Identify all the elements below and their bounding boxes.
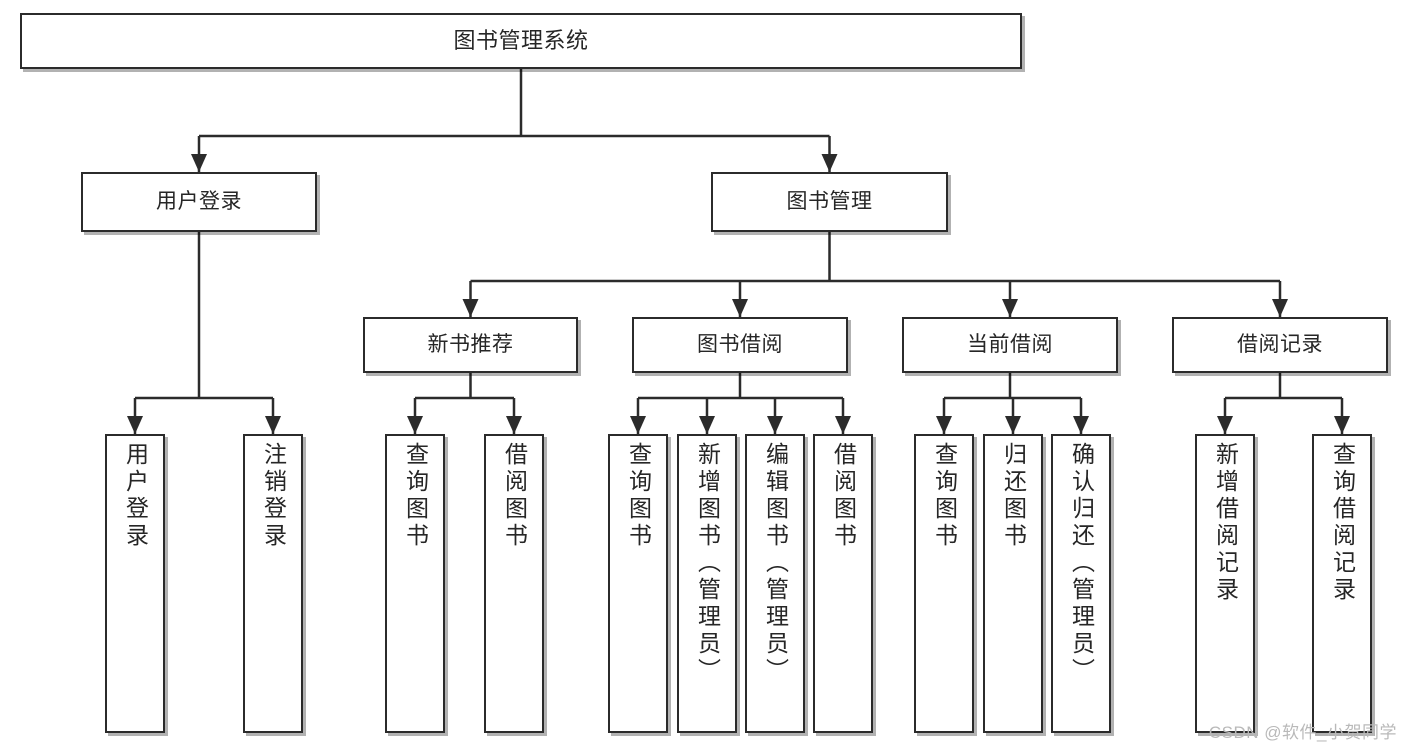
node-leaf-return-book[interactable]: 归还图书 [983, 434, 1043, 733]
node-current-borrow-label: 当前借阅 [967, 333, 1053, 357]
node-leaf-add-book[interactable]: 新增图书（管理员） [677, 434, 737, 733]
node-new-book-rec[interactable]: 新书推荐 [363, 317, 578, 373]
node-leaf-query-book-3[interactable]: 查询图书 [914, 434, 974, 733]
node-leaf-edit-book[interactable]: 编辑图书（管理员） [745, 434, 805, 733]
node-current-borrow[interactable]: 当前借阅 [902, 317, 1118, 373]
node-root[interactable]: 图书管理系统 [20, 13, 1022, 69]
node-book-borrow[interactable]: 图书借阅 [632, 317, 848, 373]
node-leaf-query-record-label: 查询借阅记录 [1329, 442, 1356, 604]
node-book-manage[interactable]: 图书管理 [711, 172, 948, 232]
node-leaf-confirm-return-label: 确认归还（管理员） [1068, 442, 1095, 685]
node-leaf-borrow-book-2[interactable]: 借阅图书 [813, 434, 873, 733]
node-leaf-user-login-label: 用户登录 [122, 442, 149, 550]
node-leaf-query-book-3-label: 查询图书 [931, 442, 958, 550]
node-user-login[interactable]: 用户登录 [81, 172, 317, 232]
node-borrow-record-label: 借阅记录 [1237, 333, 1323, 357]
node-leaf-add-book-label: 新增图书（管理员） [694, 442, 721, 685]
node-leaf-query-book-2-label: 查询图书 [625, 442, 652, 550]
node-leaf-borrow-book-1-label: 借阅图书 [501, 442, 528, 550]
node-leaf-logout-label: 注销登录 [260, 442, 287, 550]
node-leaf-query-book-1[interactable]: 查询图书 [385, 434, 445, 733]
node-user-login-label: 用户登录 [156, 190, 242, 214]
node-leaf-confirm-return[interactable]: 确认归还（管理员） [1051, 434, 1111, 733]
node-leaf-user-login[interactable]: 用户登录 [105, 434, 165, 733]
node-leaf-edit-book-label: 编辑图书（管理员） [762, 442, 789, 685]
node-leaf-query-book-2[interactable]: 查询图书 [608, 434, 668, 733]
node-leaf-query-record[interactable]: 查询借阅记录 [1312, 434, 1372, 733]
node-leaf-return-book-label: 归还图书 [1000, 442, 1027, 550]
node-new-book-rec-label: 新书推荐 [427, 333, 514, 357]
node-borrow-record[interactable]: 借阅记录 [1172, 317, 1388, 373]
node-leaf-query-book-1-label: 查询图书 [402, 442, 429, 550]
node-leaf-add-record[interactable]: 新增借阅记录 [1195, 434, 1255, 733]
node-leaf-borrow-book-1[interactable]: 借阅图书 [484, 434, 544, 733]
node-root-label: 图书管理系统 [453, 27, 589, 53]
node-book-borrow-label: 图书借阅 [697, 333, 783, 357]
node-leaf-borrow-book-2-label: 借阅图书 [830, 442, 857, 550]
node-book-manage-label: 图书管理 [786, 190, 873, 214]
node-leaf-logout[interactable]: 注销登录 [243, 434, 303, 733]
node-leaf-add-record-label: 新增借阅记录 [1212, 442, 1239, 604]
